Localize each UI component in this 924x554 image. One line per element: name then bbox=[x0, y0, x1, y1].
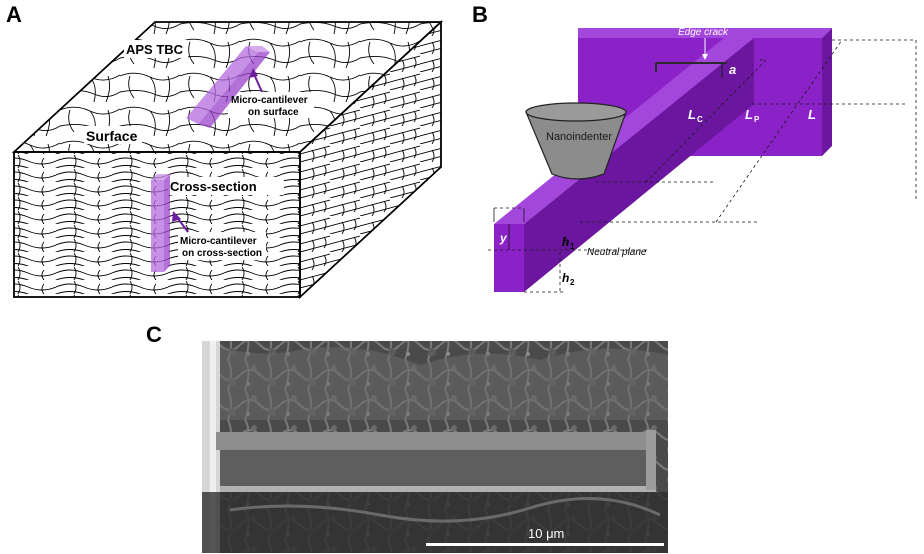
h1-label: h bbox=[562, 235, 569, 249]
cantilever-cross-line2: on cross-section bbox=[182, 248, 262, 259]
sem-image bbox=[202, 341, 668, 553]
h2-label: h bbox=[562, 271, 569, 285]
cantilever-3d bbox=[494, 28, 832, 292]
support-top bbox=[578, 28, 832, 38]
cross-label-bg bbox=[168, 177, 284, 195]
dimension-lines bbox=[488, 39, 917, 293]
neutral-plane-label: Neutral plane bbox=[587, 247, 647, 258]
panel-a-letter: A bbox=[6, 2, 22, 27]
lc-sub: C bbox=[697, 115, 703, 124]
w-label: w bbox=[505, 195, 515, 209]
surface-label: Surface bbox=[86, 128, 138, 144]
panel-b-letter: B bbox=[472, 2, 488, 27]
cross-arrowhead bbox=[172, 211, 181, 222]
h1-sub: 1 bbox=[570, 242, 575, 251]
h2-sub: 2 bbox=[570, 278, 575, 287]
cross-section-label: Cross-section bbox=[170, 179, 257, 194]
scale-bar-label: 10 μm bbox=[528, 526, 564, 541]
surface-label-bg bbox=[84, 126, 142, 144]
beam-side bbox=[524, 38, 754, 292]
lc-label: L bbox=[688, 107, 696, 122]
cantilever-surface-line2: on surface bbox=[248, 107, 299, 118]
surface-arrowhead bbox=[249, 68, 258, 78]
lp-label: L bbox=[745, 107, 753, 122]
cantilever-cross-line1: Micro-cantilever bbox=[180, 236, 257, 247]
edge-crack-label: Edge crack bbox=[678, 27, 729, 38]
y-label: y bbox=[499, 231, 508, 245]
tbc-side-grains bbox=[300, 22, 441, 297]
crack-length-a: a bbox=[729, 62, 736, 77]
scale-bar-line bbox=[426, 543, 664, 546]
panel-c-letter: C bbox=[146, 322, 162, 347]
nanoindenter-label: Nanoindenter bbox=[546, 131, 612, 143]
beam-top bbox=[494, 38, 754, 224]
cant-cross-label-bg bbox=[178, 232, 266, 260]
cant-surface-label-bg bbox=[228, 92, 314, 118]
support-side bbox=[822, 28, 832, 156]
nanoindenter bbox=[525, 102, 627, 180]
cantilever-surface-line1: Micro-cantilever bbox=[231, 95, 308, 106]
cross-section-micro-cantilever bbox=[151, 174, 170, 272]
l-label: L bbox=[808, 107, 816, 122]
aps-label-bg bbox=[124, 40, 188, 58]
aps-tbc-label: APS TBC bbox=[126, 42, 184, 57]
lp-sub: P bbox=[754, 115, 760, 124]
